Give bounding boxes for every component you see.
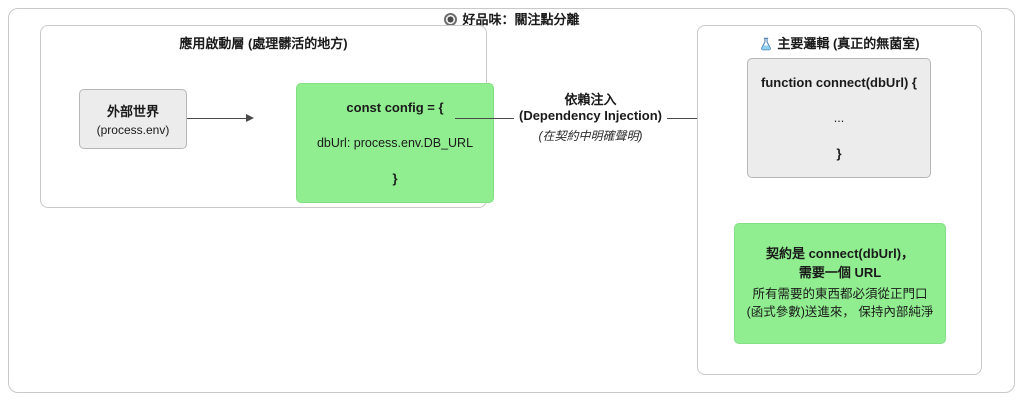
injection-label-note: (在契約中明確聲明) [538, 128, 643, 143]
process-env-label: (process.env) [96, 123, 170, 137]
main-logic-title: 主要邏輯 (真正的無菌室) [698, 33, 981, 52]
page-title: 好品味：關注點分離 [0, 9, 1024, 28]
startup-layer-panel: 應用啟動層 (處理髒活的地方) 外部世界 (process.env) const… [40, 25, 494, 208]
injection-label-en: (Dependency Injection) [493, 108, 688, 124]
function-line-open: function connect(dbUrl) { [761, 75, 917, 90]
config-line-open: const config = { [346, 100, 444, 115]
injection-label-zh: 依賴注入 [493, 92, 688, 108]
arrow-external-to-config [187, 114, 254, 122]
config-line-close: } [392, 171, 398, 186]
function-code-node: function connect(dbUrl) { ... } [747, 58, 931, 178]
page-title-text: 好品味：關注點分離 [462, 12, 580, 27]
main-logic-panel: 主要邏輯 (真正的無菌室) function connect(dbUrl) { … [697, 25, 982, 375]
external-world-label: 外部世界 [106, 104, 159, 119]
function-line-body: ... [833, 111, 845, 125]
injection-label: 依賴注入 (Dependency Injection) (在契約中明確聲明) [493, 92, 688, 144]
main-logic-title-text: 主要邏輯 (真正的無菌室) [777, 36, 920, 51]
startup-layer-title: 應用啟動層 (處理髒活的地方) [179, 36, 348, 51]
contract-bold-2: 需要一個 URL [798, 264, 882, 280]
contract-bold-1: 契約是 connect(dbUrl)， [765, 245, 915, 261]
contract-note-node: 契約是 connect(dbUrl)， 需要一個 URL 所有需要的東西都必須從… [734, 223, 946, 344]
target-icon [444, 13, 458, 26]
config-code-node: const config = { dbUrl: process.env.DB_U… [296, 83, 494, 203]
flask-icon [761, 37, 772, 51]
function-line-close: } [836, 146, 842, 161]
contract-body: 所有需要的東西都必須從正門口 (函式參數)送進來， 保持內部純淨 [746, 286, 934, 320]
external-world-node: 外部世界 (process.env) [79, 89, 187, 149]
config-line-dburl: dbUrl: process.env.DB_URL [316, 136, 474, 150]
